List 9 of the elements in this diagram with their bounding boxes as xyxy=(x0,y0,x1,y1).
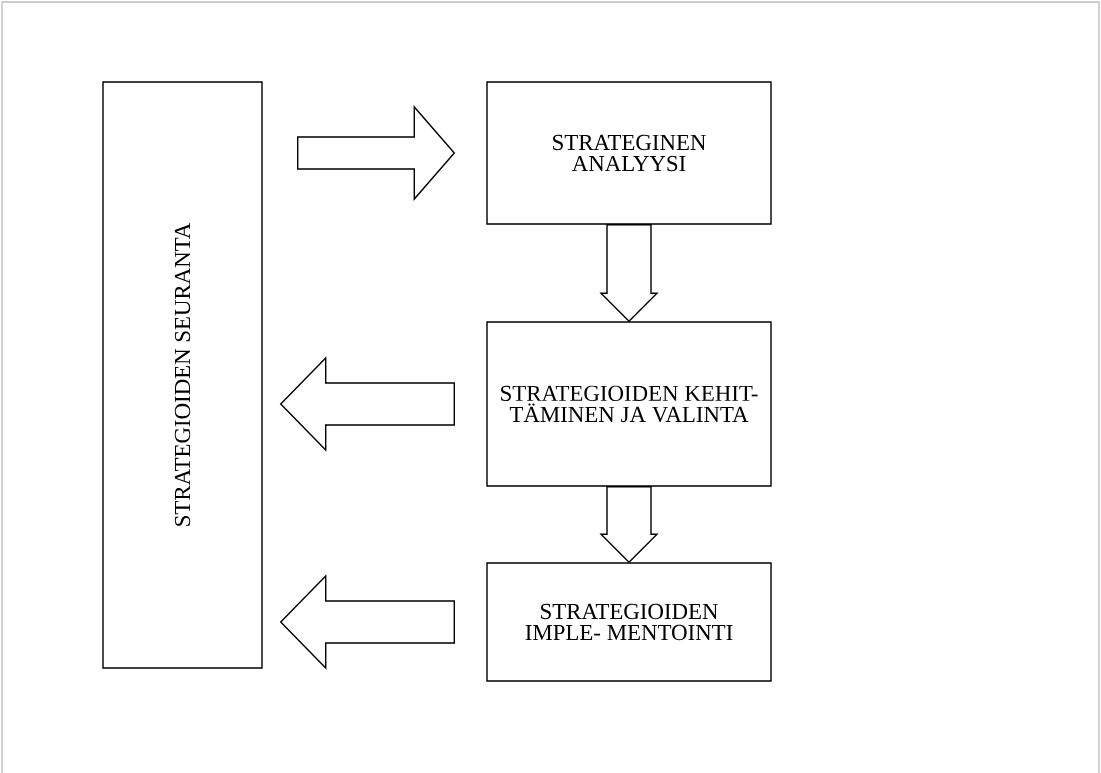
block-arrow xyxy=(297,105,456,201)
block-arrow xyxy=(599,486,659,564)
block-arrow xyxy=(279,574,455,670)
process-box: STRATEGIOIDEN IMPLE- MENTOINTI xyxy=(486,562,772,682)
process-box: STRATEGIOIDEN SEURANTA xyxy=(102,81,263,669)
process-box: STRATEGIOIDEN KEHIT- TÄMINEN JA VALINTA xyxy=(486,321,772,487)
block-arrow xyxy=(279,356,455,452)
block-arrow xyxy=(599,224,659,323)
process-box: STRATEGINEN ANALYYSI xyxy=(486,81,772,225)
